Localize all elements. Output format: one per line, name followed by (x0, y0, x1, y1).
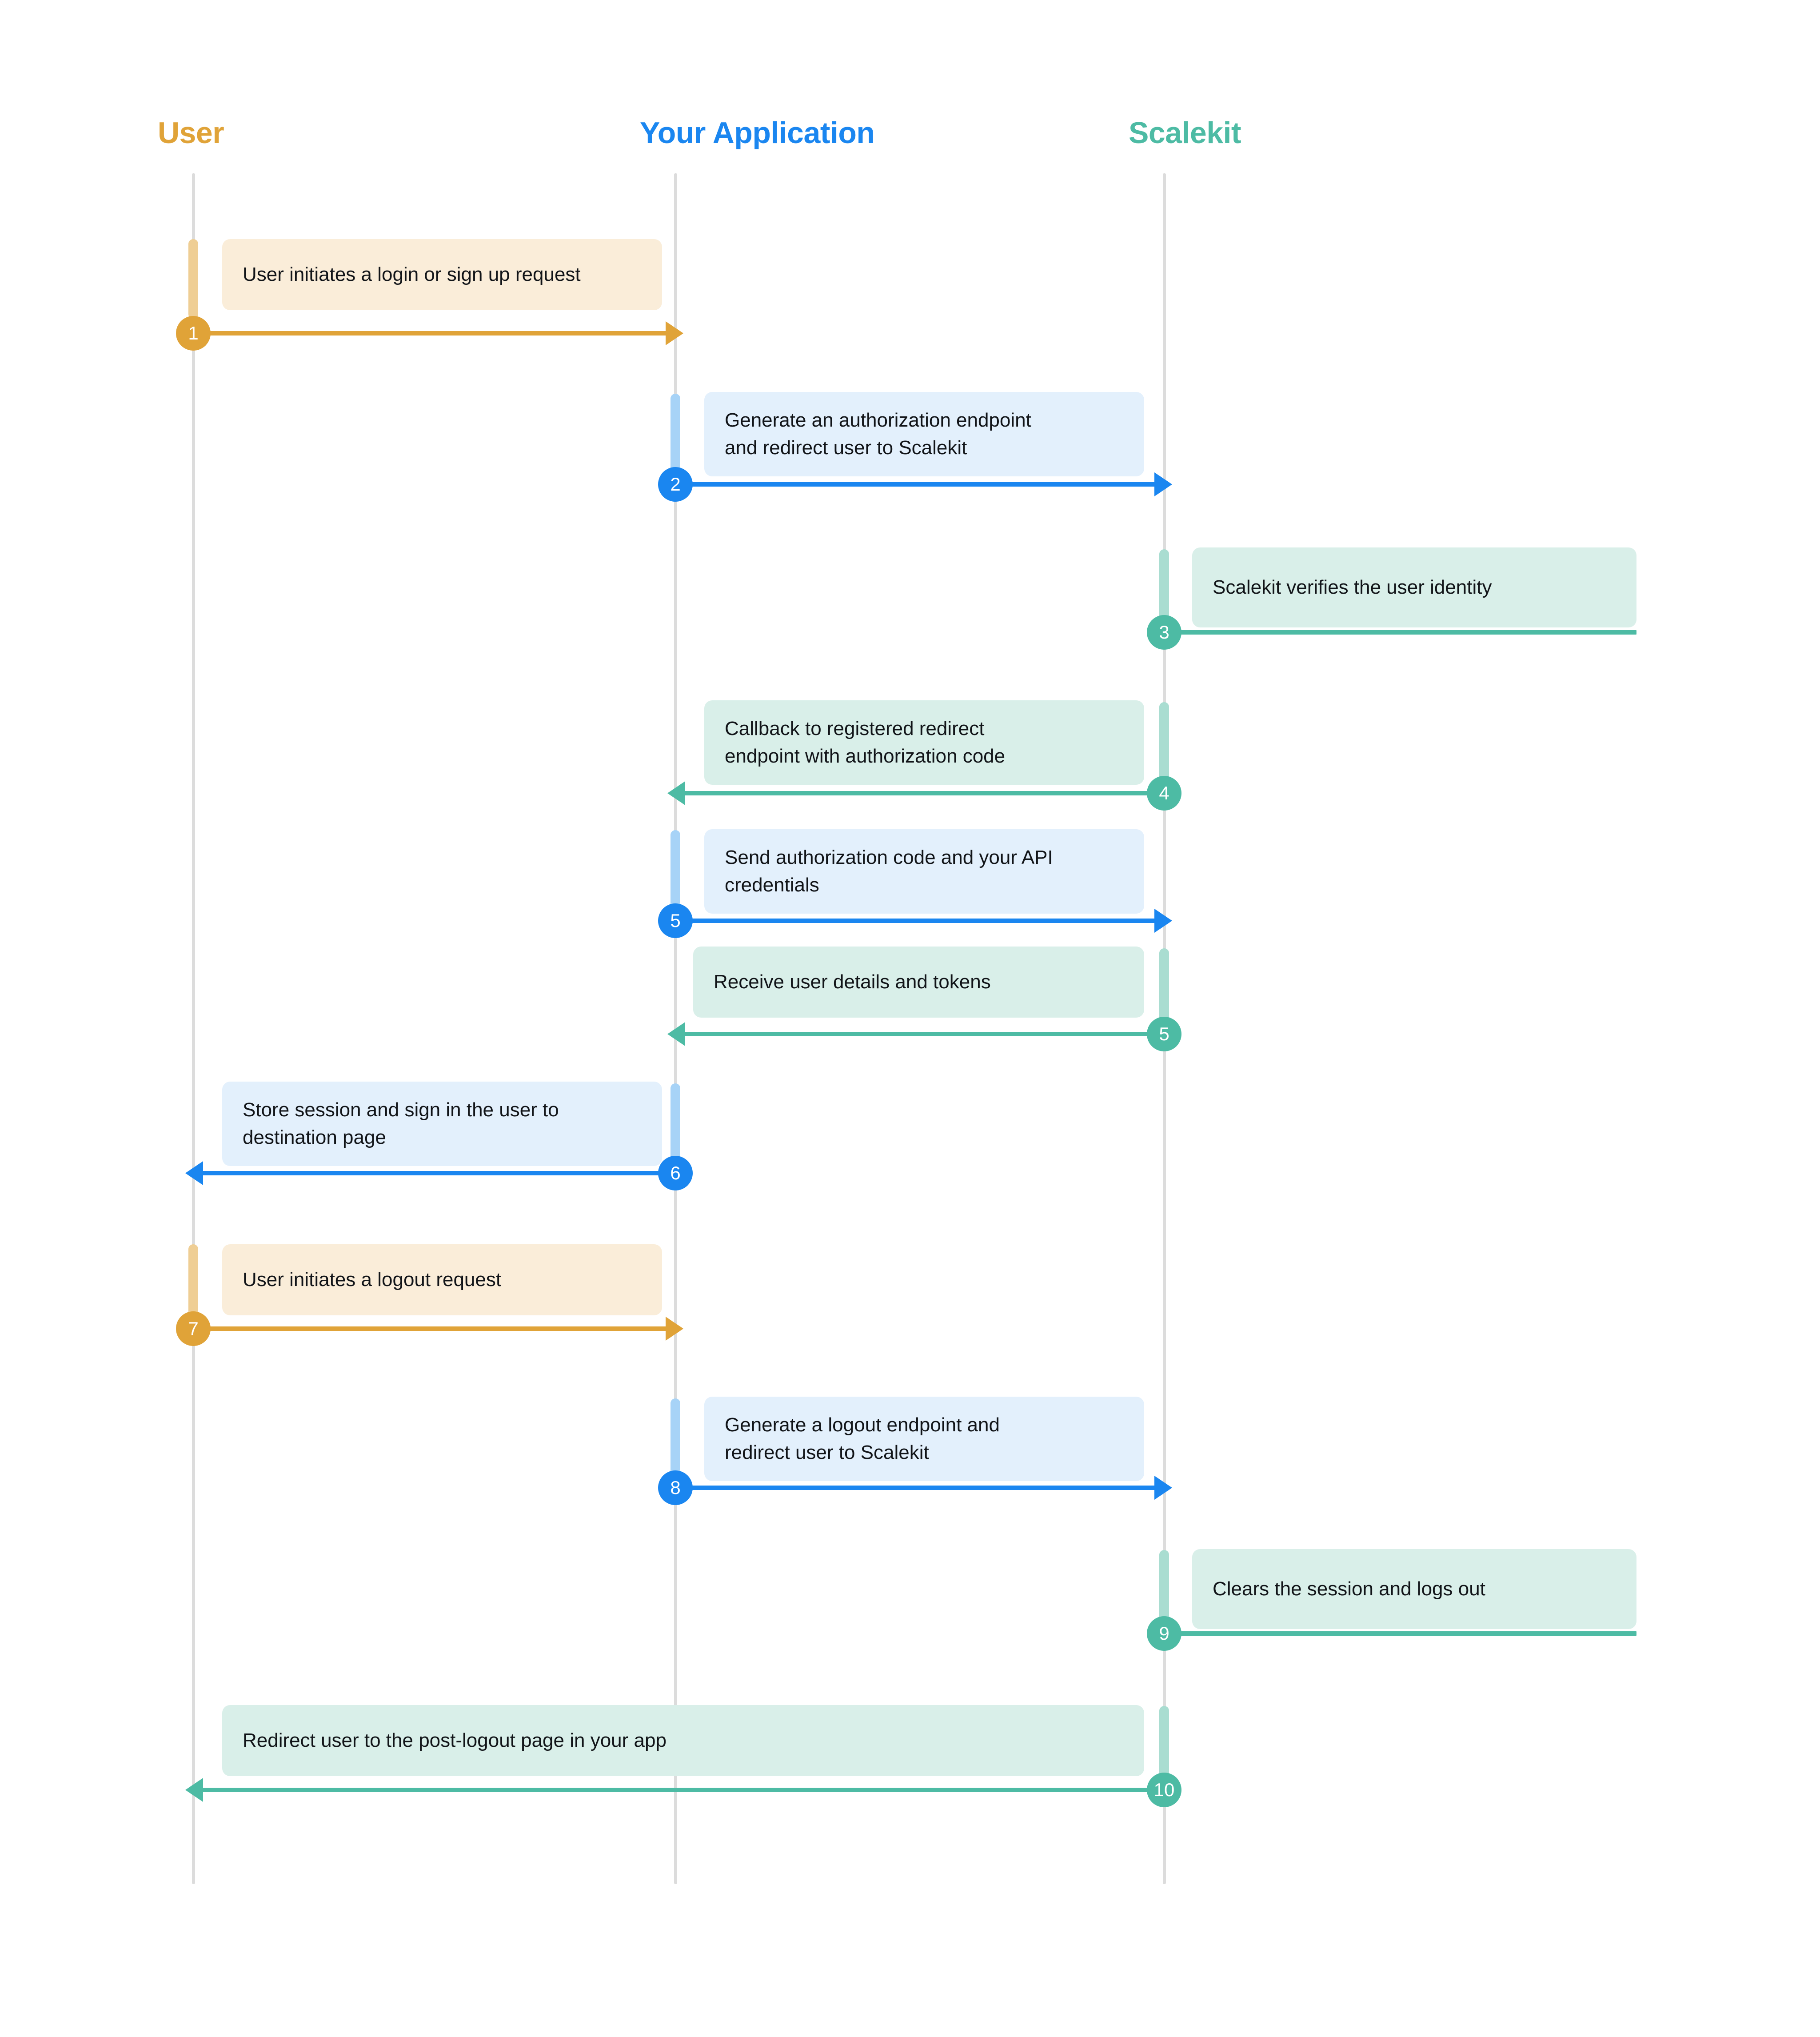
message-arrow-line (193, 1326, 667, 1331)
step-badge: 3 (1147, 615, 1181, 650)
message-box: User initiates a logout request (222, 1244, 662, 1315)
message-box: Redirect user to the post-logout page in… (222, 1705, 1144, 1776)
message-box: Clears the session and logs out (1192, 1549, 1636, 1629)
message-box: Store session and sign in the user to de… (222, 1082, 662, 1166)
arrow-head-left-icon (185, 1778, 203, 1802)
activation-bar-scalekit (1159, 1706, 1169, 1785)
activation-bar-scalekit (1159, 702, 1169, 782)
step-badge: 7 (176, 1311, 211, 1346)
activation-bar-user (188, 1244, 198, 1324)
message-box: Generate an authorization endpoint and r… (704, 392, 1144, 476)
message-box: Callback to registered redirect endpoint… (704, 700, 1144, 785)
activation-bar-app (671, 1083, 680, 1162)
actor-label-user: User (158, 116, 224, 150)
actor-label-scalekit: Scalekit (1129, 116, 1241, 150)
message-text: User initiates a logout request (243, 1268, 502, 1290)
message-text: Callback to registered redirect endpoint… (725, 717, 1006, 767)
message-arrow-line (675, 919, 1156, 923)
message-arrow-line (201, 1788, 1164, 1792)
message-text: Store session and sign in the user to de… (243, 1098, 559, 1148)
message-text: User initiates a login or sign up reques… (243, 263, 581, 285)
step-badge: 10 (1147, 1773, 1181, 1807)
activation-bar-app (671, 830, 680, 909)
step-badge: 1 (176, 316, 211, 351)
arrow-head-right-icon (1154, 909, 1172, 933)
message-arrow-line (193, 331, 667, 336)
actor-label-app: Your Application (640, 116, 875, 150)
arrow-head-right-icon (1154, 1476, 1172, 1500)
lifeline-user (192, 173, 195, 1884)
message-box: User initiates a login or sign up reques… (222, 239, 662, 310)
step-badge: 2 (658, 467, 693, 502)
step-badge: 5 (1147, 1017, 1181, 1051)
message-text: Scalekit verifies the user identity (1213, 576, 1492, 598)
message-arrow-line (675, 482, 1156, 487)
activation-bar-scalekit (1159, 549, 1169, 627)
step-badge: 4 (1147, 776, 1181, 811)
arrow-head-right-icon (666, 321, 683, 345)
arrow-head-left-icon (667, 1022, 685, 1046)
message-arrow-line (201, 1171, 675, 1175)
step-badge: 6 (658, 1156, 693, 1190)
message-arrow-line (675, 1486, 1156, 1490)
message-box: Scalekit verifies the user identity (1192, 547, 1636, 627)
activation-bar-scalekit (1159, 948, 1169, 1026)
message-arrow-line (683, 791, 1164, 795)
message-text: Generate a logout endpoint and redirect … (725, 1414, 1000, 1463)
message-text: Clears the session and logs out (1213, 1578, 1485, 1600)
step-badge: 5 (658, 903, 693, 938)
activation-bar-app (671, 394, 680, 474)
message-text: Receive user details and tokens (714, 971, 991, 993)
activation-bar-app (671, 1398, 680, 1478)
activation-bar-user (188, 239, 198, 319)
activation-bar-scalekit (1159, 1550, 1169, 1629)
arrow-head-left-icon (667, 781, 685, 805)
arrow-head-right-icon (1154, 472, 1172, 496)
message-arrow-line (1164, 1631, 1636, 1636)
message-text: Send authorization code and your API cre… (725, 846, 1053, 896)
message-text: Generate an authorization endpoint and r… (725, 409, 1031, 459)
arrow-head-left-icon (185, 1161, 203, 1185)
message-text: Redirect user to the post-logout page in… (243, 1729, 667, 1751)
arrow-head-right-icon (666, 1317, 683, 1341)
message-arrow-line (1164, 630, 1636, 635)
message-box: Receive user details and tokens (693, 947, 1144, 1018)
step-badge: 8 (658, 1470, 693, 1505)
message-arrow-line (683, 1032, 1164, 1036)
message-box: Generate a logout endpoint and redirect … (704, 1397, 1144, 1481)
message-box: Send authorization code and your API cre… (704, 829, 1144, 914)
step-badge: 9 (1147, 1616, 1181, 1651)
